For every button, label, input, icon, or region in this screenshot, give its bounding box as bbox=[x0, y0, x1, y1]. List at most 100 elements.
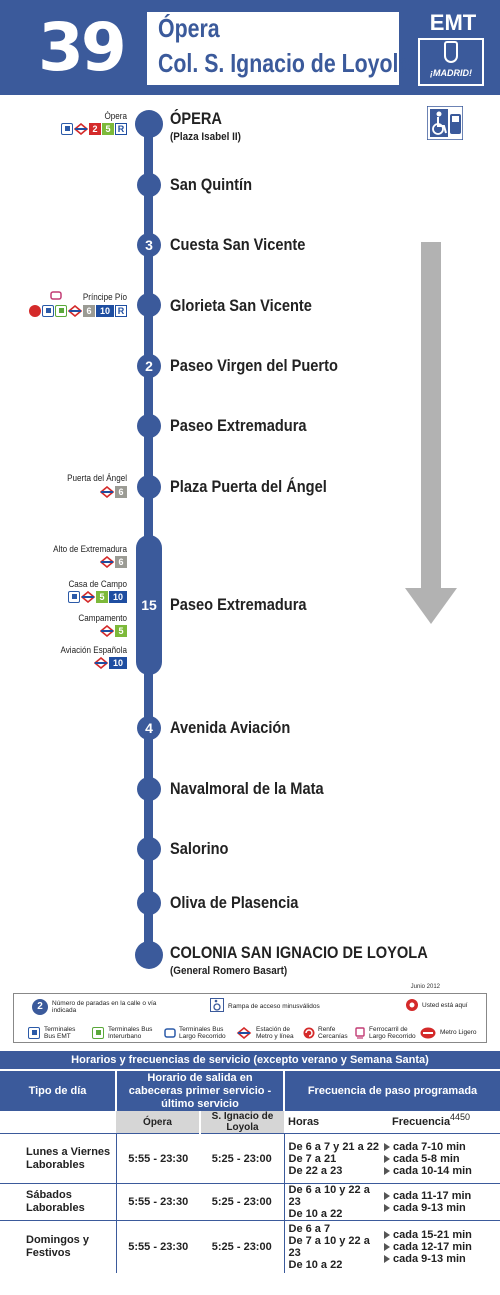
stop-dot bbox=[137, 293, 161, 317]
route-origin: Ópera bbox=[158, 13, 220, 43]
metro-line-badge: 5 bbox=[96, 591, 108, 603]
table-row: Lunes a Viernes Laborables 5:55 - 23:30 … bbox=[0, 1133, 500, 1184]
legend-renfe: Renfe Cercanías bbox=[318, 1026, 348, 1040]
stop-badge: 2 bbox=[137, 354, 161, 378]
legend-metro-icon bbox=[236, 1027, 252, 1039]
stop-name: Paseo Extremadura bbox=[170, 416, 307, 435]
bullet-arrow-icon bbox=[384, 1230, 390, 1239]
legend-railway-icon bbox=[355, 1027, 365, 1039]
schedule-title: Horarios y frecuencias de servicio (exce… bbox=[0, 1051, 500, 1069]
legend-emt-terminals: Terminales Bus EMT bbox=[44, 1026, 76, 1040]
legend-railway: Ferrocarril de Largo Recorrido bbox=[369, 1026, 416, 1040]
freq-line: cada 9-13 min bbox=[393, 1252, 466, 1265]
hours-line: De 6 a 10 y 22 a 23 bbox=[288, 1184, 370, 1208]
legend-interurban: Terminales Bus Interurbano bbox=[108, 1026, 153, 1040]
wheelchair-bus-icon bbox=[427, 106, 463, 140]
metro-line-badge: R bbox=[115, 123, 127, 135]
table-row: Sábados Laborables 5:55 - 23:30 5:25 - 2… bbox=[0, 1183, 500, 1221]
stop-dot bbox=[137, 777, 161, 801]
dest-times: 5:25 - 23:00 bbox=[211, 1152, 272, 1165]
legend-long-distance-icon bbox=[164, 1028, 176, 1038]
terminal-dot bbox=[135, 941, 163, 969]
connection-name: Campamento bbox=[78, 613, 127, 623]
metro-line-badge: 6 bbox=[115, 486, 127, 498]
legend-stops-count: Número de paradas en la calle o vía indi… bbox=[52, 1000, 157, 1014]
metro-icon bbox=[74, 123, 88, 135]
freq-cell: cada 7-10 min cada 5-8 min cada 10-14 mi… bbox=[384, 1134, 500, 1184]
freq-line: cada 9-13 min bbox=[393, 1202, 466, 1214]
sub-origin: Ópera bbox=[116, 1111, 201, 1134]
connection-name: Casa de Campo bbox=[68, 579, 127, 589]
sub-destination: S. Ignacio de Loyola bbox=[200, 1111, 284, 1134]
hours-line: De 10 a 22 bbox=[288, 1208, 343, 1220]
metro-icon bbox=[100, 556, 114, 568]
connection-name: Puerta del Ángel bbox=[67, 473, 127, 483]
stop-name: Avenida Aviación bbox=[170, 718, 291, 737]
connection-icons: 6 bbox=[7, 556, 127, 568]
metro-line-badge: R bbox=[115, 305, 127, 317]
legend-interurban-icon bbox=[92, 1027, 104, 1039]
day-type: Sábados Laborables bbox=[26, 1189, 85, 1214]
route-destination: Col. S. Ignacio de Loyola bbox=[158, 48, 411, 78]
day-type: Domingos y Festivos bbox=[26, 1233, 89, 1259]
freq-line: cada 5-8 min bbox=[393, 1152, 460, 1165]
origin-times: 5:55 - 23:30 bbox=[115, 1183, 200, 1221]
legend-light-rail: Metro Ligero bbox=[440, 1029, 477, 1036]
connection-name: Alto de Extremadura bbox=[53, 544, 128, 554]
hours-line: De 22 a 23 bbox=[288, 1164, 343, 1177]
metro-icon bbox=[68, 305, 82, 317]
hours-cell: De 6 a 7 De 7 a 10 y 22 a 23 De 10 a 22 bbox=[283, 1220, 384, 1273]
stop-subname: (General Romero Basart) bbox=[170, 965, 288, 977]
connection-name: Príncipe Pío bbox=[82, 292, 127, 302]
connection-icons: 2 5 R bbox=[7, 123, 127, 135]
stop-subname: (Plaza Isabel II) bbox=[170, 131, 241, 143]
stop-name: Navalmoral de la Mata bbox=[170, 779, 324, 798]
blank-cell bbox=[0, 1111, 116, 1134]
origin-times: 5:55 - 23:30 bbox=[115, 1220, 200, 1273]
stop-name: Salorino bbox=[170, 839, 229, 858]
bullet-arrow-icon bbox=[384, 1192, 390, 1201]
metro-line-badge: 6 bbox=[115, 556, 127, 568]
connection-icons: 5 bbox=[7, 625, 127, 637]
metro-line-badge: 5 bbox=[115, 625, 127, 637]
bullet-arrow-icon bbox=[384, 1166, 390, 1175]
metro-line-badge: 10 bbox=[109, 591, 127, 603]
legend-wheelchair-icon bbox=[210, 998, 224, 1012]
freq-line: cada 7-10 min bbox=[393, 1140, 466, 1153]
freq-cell: cada 15-21 min cada 12-17 min cada 9-13 … bbox=[384, 1221, 500, 1273]
stop-dot bbox=[137, 414, 161, 438]
interurban-terminal-icon bbox=[55, 305, 67, 317]
metro-line-badge: 6 bbox=[83, 305, 95, 317]
dest-times: 5:25 - 23:00 bbox=[211, 1240, 272, 1253]
stop-dot bbox=[137, 475, 161, 499]
stop-dot bbox=[137, 837, 161, 861]
day-type: Lunes a Viernes Laborables bbox=[26, 1145, 111, 1171]
schedule-code: 4450 bbox=[449, 1112, 470, 1122]
hours-cell: De 6 a 10 y 22 a 23 De 10 a 22 bbox=[283, 1183, 384, 1221]
connection-icons: 6 10 R bbox=[7, 305, 127, 317]
stop-name: Cuesta San Vicente bbox=[170, 235, 306, 254]
renfe-icon bbox=[29, 305, 41, 317]
dest-times: 5:25 - 23:00 bbox=[211, 1196, 272, 1208]
connection-icons: 10 bbox=[7, 657, 127, 669]
col-frequency-header: Frecuencia de paso programada 4450 bbox=[283, 1071, 500, 1122]
bullet-arrow-icon bbox=[384, 1204, 390, 1213]
direction-arrow-head bbox=[405, 588, 457, 624]
sub-hours: Horas bbox=[288, 1116, 320, 1128]
freq-line: cada 12-17 min bbox=[393, 1240, 472, 1253]
legend-light-rail-icon bbox=[420, 1027, 436, 1039]
metro-icon bbox=[94, 657, 108, 669]
freq-cell: cada 11-17 min cada 9-13 min bbox=[384, 1184, 500, 1221]
stop-name: ÓPERA bbox=[170, 109, 223, 128]
col-day-header: Tipo de día bbox=[0, 1071, 116, 1111]
stop-badge: 3 bbox=[137, 233, 161, 257]
connection-name: Aviación Española bbox=[60, 645, 127, 655]
freq-line: cada 15-21 min bbox=[393, 1228, 472, 1241]
emt-terminal-icon bbox=[68, 591, 80, 603]
stop-name: Paseo Virgen del Puerto bbox=[170, 356, 338, 375]
connection-icons: 5 10 bbox=[7, 591, 127, 603]
bullet-arrow-icon bbox=[384, 1154, 390, 1163]
metro-line-badge: 5 bbox=[102, 123, 114, 135]
stop-badge: 4 bbox=[137, 716, 161, 740]
bullet-arrow-icon bbox=[384, 1254, 390, 1263]
